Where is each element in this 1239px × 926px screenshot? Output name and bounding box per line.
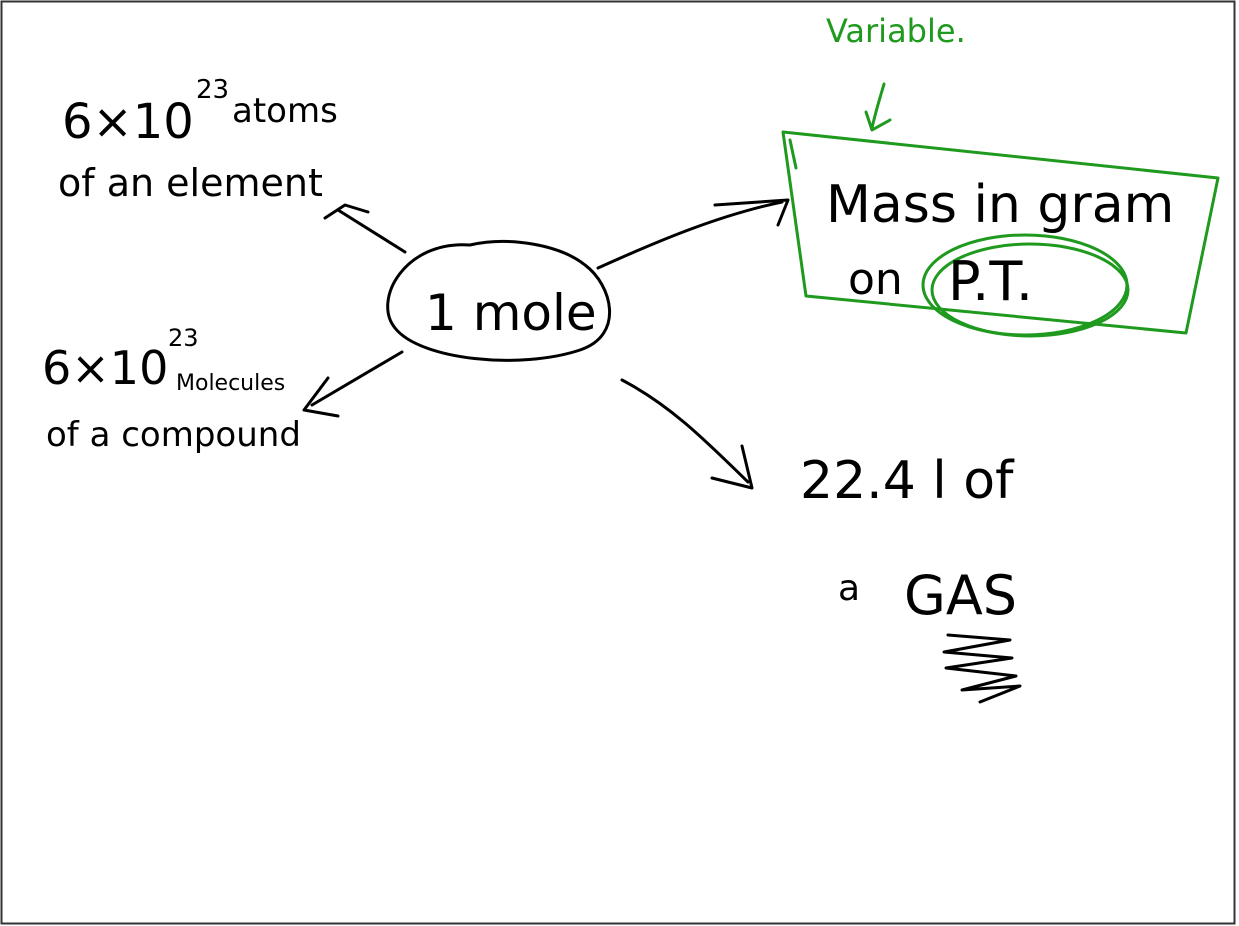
arrow-to-atoms bbox=[336, 208, 407, 254]
molecules-exponent: 23 bbox=[168, 324, 199, 352]
mass-line2-prefix: on bbox=[848, 254, 903, 305]
arrowhead-gas bbox=[710, 444, 754, 490]
gas-underline-scribble bbox=[942, 633, 1022, 704]
center-circle bbox=[386, 240, 611, 362]
arrowhead-mass bbox=[713, 198, 790, 227]
arrow-to-molecules bbox=[310, 350, 404, 407]
arrowhead-atoms bbox=[323, 203, 370, 220]
molecules-line2: of a compound bbox=[46, 415, 301, 455]
arrowhead-molecules bbox=[302, 376, 340, 418]
arrows bbox=[302, 198, 790, 490]
node-mass: Mass in gram on P.T. bbox=[781, 130, 1220, 338]
annotation-variable: Variable. bbox=[826, 12, 966, 132]
variable-arrow bbox=[870, 82, 886, 130]
variable-arrowhead bbox=[864, 110, 892, 132]
node-atoms: 6×10 23 atoms of an element bbox=[58, 75, 338, 205]
mass-box-tick bbox=[788, 138, 798, 170]
center-node: 1 mole bbox=[386, 240, 611, 362]
arrow-to-gas bbox=[620, 378, 750, 484]
mass-box bbox=[781, 130, 1220, 335]
gas-line2-emphasis: GAS bbox=[904, 564, 1017, 627]
variable-label: Variable. bbox=[826, 12, 966, 50]
atoms-quantity: 6×10 bbox=[62, 94, 194, 150]
node-gas: 22.4 l of a GAS bbox=[800, 451, 1022, 704]
mass-line1: Mass in gram bbox=[826, 175, 1174, 235]
atoms-unit: atoms bbox=[232, 91, 338, 131]
molecules-quantity: 6×10 bbox=[42, 341, 168, 395]
arrow-to-mass bbox=[596, 200, 784, 270]
atoms-exponent: 23 bbox=[196, 75, 229, 105]
molecules-unit: Molecules bbox=[176, 371, 285, 396]
atoms-line2: of an element bbox=[58, 161, 323, 205]
gas-line1: 22.4 l of bbox=[800, 451, 1015, 511]
gas-line2-prefix: a bbox=[838, 568, 860, 609]
node-molecules: 6×10 23 Molecules of a compound bbox=[42, 324, 301, 455]
mass-line2-circled: P.T. bbox=[948, 250, 1033, 313]
pt-circle-second-stroke bbox=[930, 242, 1130, 338]
center-label: 1 mole bbox=[425, 284, 597, 342]
